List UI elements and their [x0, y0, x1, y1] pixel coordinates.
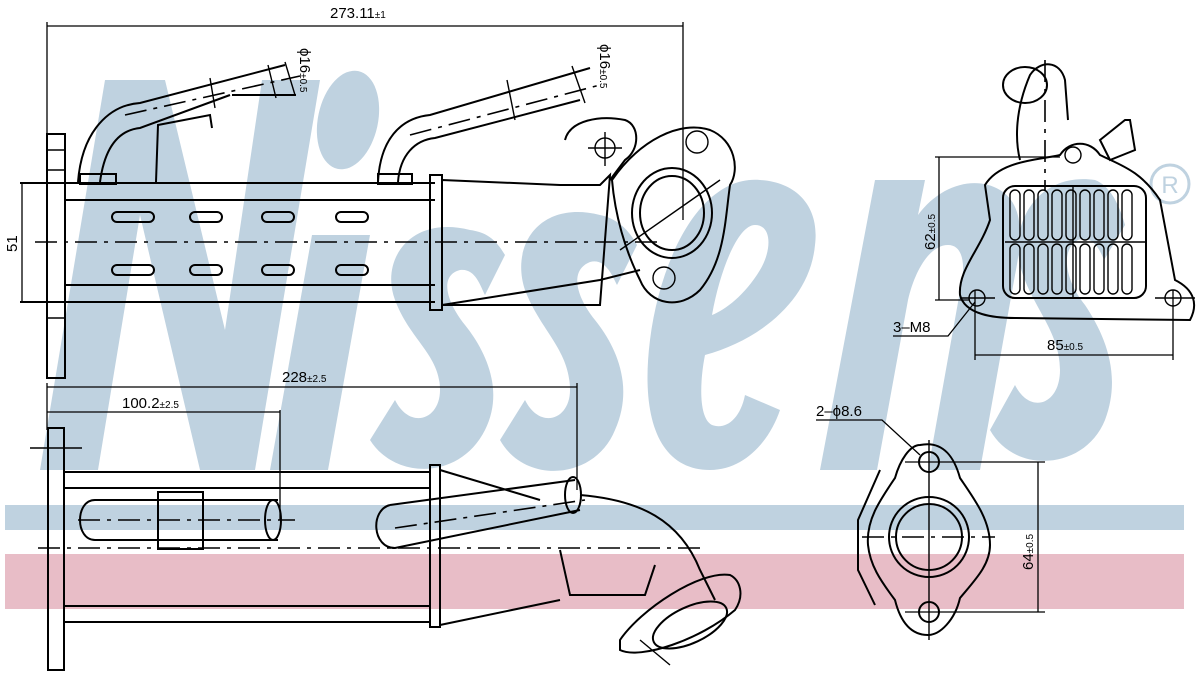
watermark-letter-e: [647, 179, 816, 470]
end-view: 62±0.5 85±0.5 3–M8: [893, 60, 1196, 360]
watermark-letter-N: [40, 80, 320, 470]
flange-view: 2–ϕ8.6 64±0.5: [816, 403, 1045, 640]
hole-callout: 2–ϕ8.6: [816, 403, 862, 420]
dim-pipe-right-diameter: ϕ16±0.5: [596, 44, 613, 89]
dim-overall-length: 273.11±1: [330, 5, 386, 22]
thread-callout: 3–M8: [893, 319, 931, 336]
watermark-letter-n: [820, 180, 1020, 470]
side-view: 228±2.5 100.2±2.5: [30, 369, 742, 671]
top-view: 273.11±1 51: [4, 5, 736, 379]
watermark-band-pink: [5, 554, 1184, 609]
watermark-band-blue: [5, 505, 1184, 530]
dim-side-length-inner: 100.2±2.5: [122, 395, 179, 412]
dim-pipe-left-diameter: ϕ16±0.5: [296, 48, 313, 93]
dim-flange-height: 64±0.5: [1020, 533, 1037, 570]
dim-end-height: 62±0.5: [922, 213, 939, 250]
dim-end-width: 85±0.5: [1047, 337, 1084, 354]
dim-height-51: 51: [4, 235, 21, 252]
watermark-letter-s1: [370, 227, 505, 469]
dim-side-length-outer: 228±2.5: [282, 369, 327, 386]
nissens-watermark: R: [5, 70, 1191, 609]
registered-mark-icon: [1149, 163, 1191, 205]
watermark-letter-s2: [500, 212, 637, 471]
svg-text:R: R: [1161, 172, 1178, 199]
